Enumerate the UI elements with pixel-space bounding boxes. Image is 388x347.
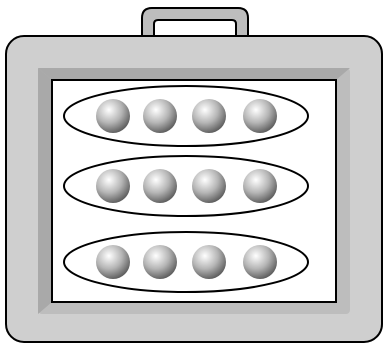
compartment-row-3 <box>63 231 309 293</box>
sphere <box>143 99 177 133</box>
compartment-rows <box>63 85 309 293</box>
sphere <box>96 99 130 133</box>
sphere <box>96 245 130 279</box>
compartment-outline <box>63 85 309 147</box>
sphere <box>243 245 277 279</box>
compartment-outline <box>63 231 309 293</box>
compartment-row-2 <box>63 155 309 217</box>
sphere <box>192 99 226 133</box>
sphere <box>192 245 226 279</box>
sphere <box>96 169 130 203</box>
sphere <box>243 99 277 133</box>
case-handle-opening <box>153 19 237 37</box>
sphere <box>192 169 226 203</box>
sphere <box>143 169 177 203</box>
compartment-row-1 <box>63 85 309 147</box>
case-inner-bevel <box>38 68 350 80</box>
sphere <box>143 245 177 279</box>
compartment-outline <box>63 155 309 217</box>
case-inner-bevel <box>38 68 52 314</box>
sphere <box>243 169 277 203</box>
